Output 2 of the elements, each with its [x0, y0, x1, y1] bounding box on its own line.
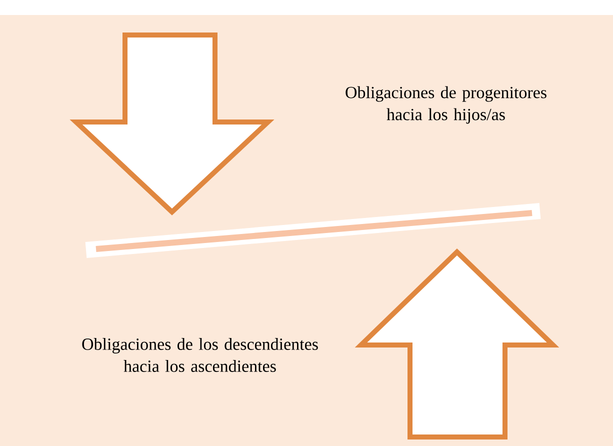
caption-text: Obligaciones de los descendientes hacia los ascendientes — [82, 338, 318, 372]
caption-text: Obligaciones de progenitores hacia los hijos/as — [346, 86, 546, 124]
